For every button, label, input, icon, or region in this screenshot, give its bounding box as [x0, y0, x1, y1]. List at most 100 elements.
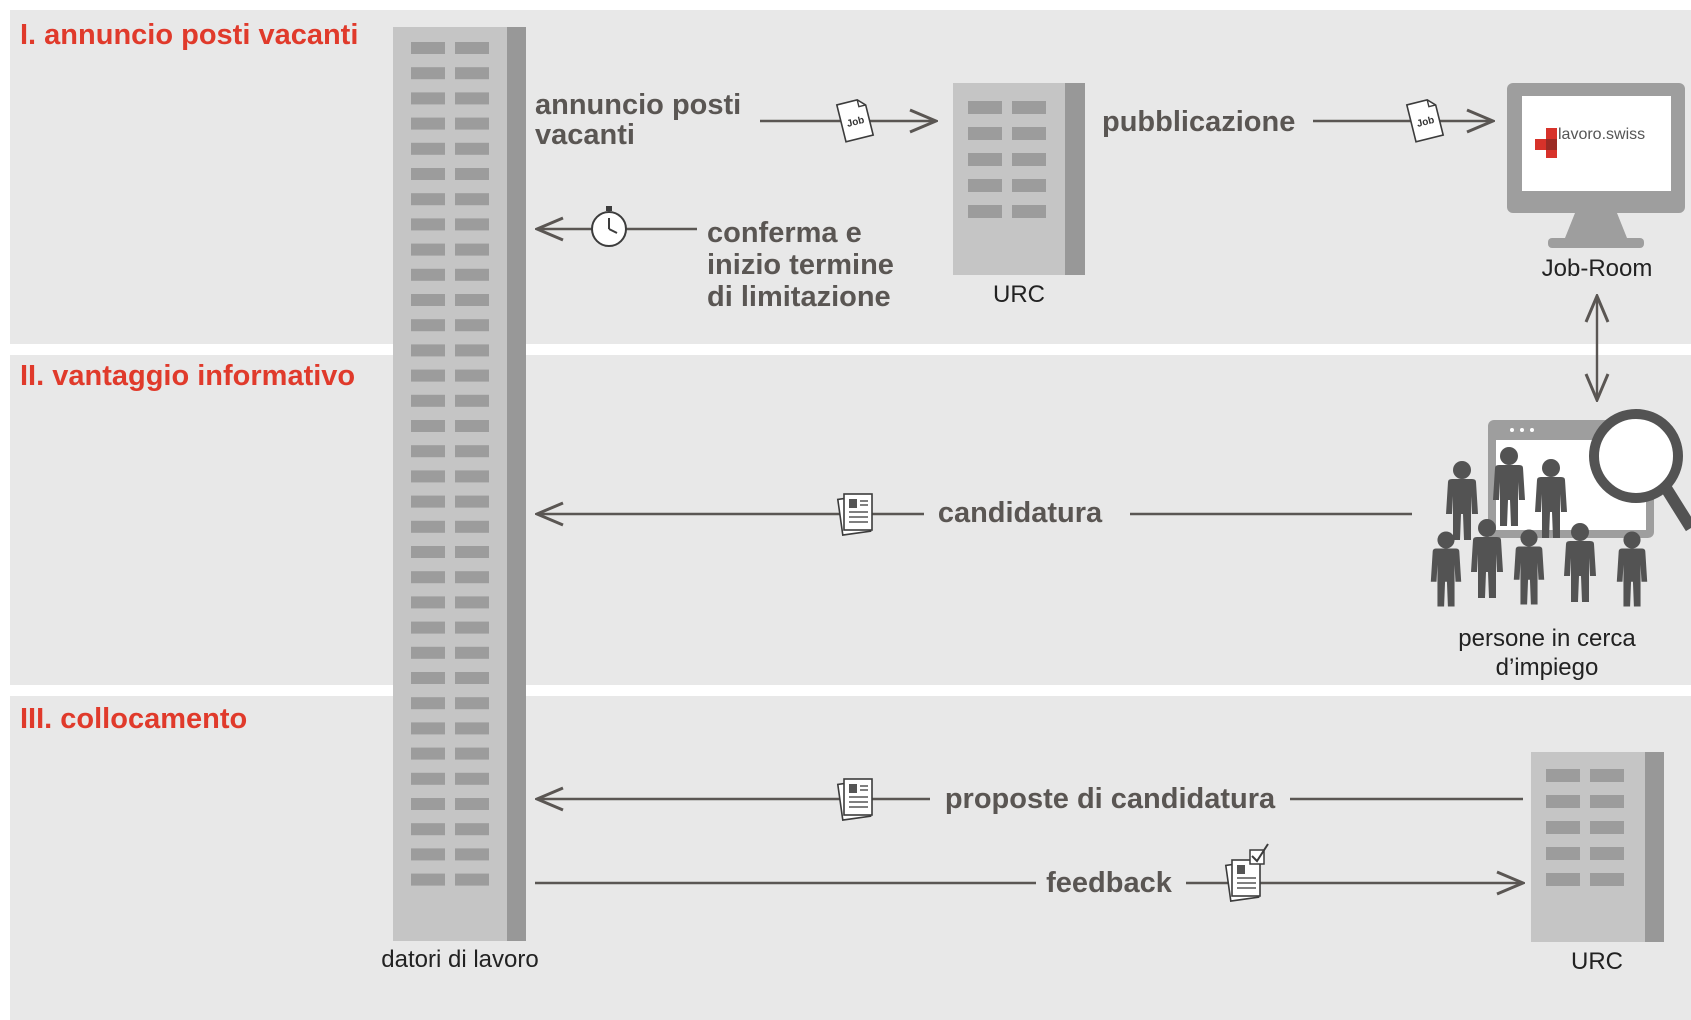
job-room-label: Job-Room: [1542, 255, 1653, 282]
employers-label: datori di lavoro: [381, 946, 538, 973]
building-window: [411, 394, 445, 407]
building-window: [455, 823, 489, 836]
building-window: [411, 470, 445, 483]
confirmation-label-line1: conferma e: [707, 217, 862, 249]
building-window: [1012, 101, 1046, 114]
building-window: [455, 873, 489, 886]
person-icon: [1616, 531, 1648, 607]
building-window: [411, 67, 445, 80]
confirmation-label-line3: di limitazione: [707, 281, 891, 313]
building-window: [411, 697, 445, 710]
building-window: [968, 101, 1002, 114]
building-window: [968, 179, 1002, 192]
building-window: [411, 319, 445, 332]
building-window: [411, 798, 445, 810]
building-window: [455, 672, 489, 684]
building-window: [411, 596, 445, 609]
urc-top-label: URC: [993, 281, 1045, 308]
person-icon: [1430, 531, 1462, 607]
building-window: [411, 747, 445, 760]
building-window: [455, 92, 489, 105]
building-window: [455, 445, 489, 458]
person-icon: [1564, 523, 1596, 602]
building-window: [1012, 127, 1046, 140]
building-window: [411, 546, 445, 558]
building-window: [411, 646, 445, 659]
building-window: [455, 67, 489, 80]
section-title-information: II. vantaggio informativo: [20, 360, 355, 392]
building-window: [455, 193, 489, 206]
building-window: [455, 470, 489, 483]
building-window: [411, 621, 445, 634]
building-window: [455, 798, 489, 810]
building-window: [455, 117, 489, 130]
building-window: [455, 268, 489, 281]
urc-bottom-building-icon: [1531, 752, 1664, 942]
stopwatch-icon: [591, 206, 627, 247]
building-window: [411, 344, 445, 357]
building-window: [455, 420, 489, 432]
building-window: [455, 646, 489, 659]
building-window: [411, 168, 445, 180]
feedback-label: feedback: [1046, 867, 1173, 899]
building-window: [1012, 179, 1046, 192]
job-document-icon: Job: [1405, 99, 1445, 143]
building-window: [455, 319, 489, 332]
building-window: [1546, 821, 1580, 834]
building-window: [1546, 769, 1580, 782]
building-window: [411, 268, 445, 281]
building-window: [455, 546, 489, 558]
building-window: [455, 747, 489, 760]
building-window: [1590, 821, 1624, 834]
urc-top-building-icon: [953, 83, 1085, 275]
building-window: [455, 394, 489, 407]
publication-label: pubblicazione: [1102, 106, 1295, 138]
magnifier-icon: [1589, 409, 1691, 532]
building-window: [968, 153, 1002, 166]
section-title-vacancy: I. annuncio posti vacanti: [20, 19, 358, 51]
building-window: [411, 722, 445, 735]
building-window: [1590, 769, 1624, 782]
building-window: [411, 848, 445, 861]
building-window: [411, 142, 445, 155]
vacancy-label-line1: annuncio posti: [535, 89, 741, 121]
building-window: [411, 243, 445, 256]
confirmation-label-line2: inizio termine: [707, 249, 894, 281]
building-window: [455, 495, 489, 508]
section-title-placement: III. collocamento: [20, 703, 247, 735]
building-window: [968, 205, 1002, 218]
building-window: [455, 218, 489, 231]
section-band-1: [10, 10, 1691, 344]
employers-building-icon: [393, 27, 526, 941]
building-window: [455, 369, 489, 382]
building-window: [1590, 847, 1624, 860]
building-window: [455, 697, 489, 710]
building-window: [411, 369, 445, 382]
building-window: [455, 344, 489, 357]
building-window: [411, 445, 445, 458]
job-document-label: Job: [846, 115, 866, 130]
lavoro-swiss-logo-mark: [1535, 128, 1557, 158]
jobseekers-label-line2: d’impiego: [1496, 654, 1599, 681]
building-window: [411, 672, 445, 684]
building-window: [455, 596, 489, 609]
building-window: [411, 92, 445, 105]
building-window: [411, 571, 445, 584]
cv-document-icon: [836, 778, 873, 821]
building-window: [411, 294, 445, 306]
building-window: [411, 193, 445, 206]
building-window: [411, 520, 445, 533]
application-label: candidatura: [938, 497, 1103, 529]
vacancy-label-line2: vacanti: [535, 119, 635, 151]
building-window: [1590, 795, 1624, 808]
building-window: [455, 294, 489, 306]
proposals-label: proposte di candidatura: [945, 783, 1276, 815]
building-window: [411, 873, 445, 886]
building-window: [455, 772, 489, 785]
building-window: [1546, 847, 1580, 860]
building-window: [455, 571, 489, 584]
urc-bottom-label: URC: [1571, 948, 1623, 975]
building-window: [411, 218, 445, 231]
building-window: [1590, 873, 1624, 886]
person-icon: [1535, 459, 1567, 538]
